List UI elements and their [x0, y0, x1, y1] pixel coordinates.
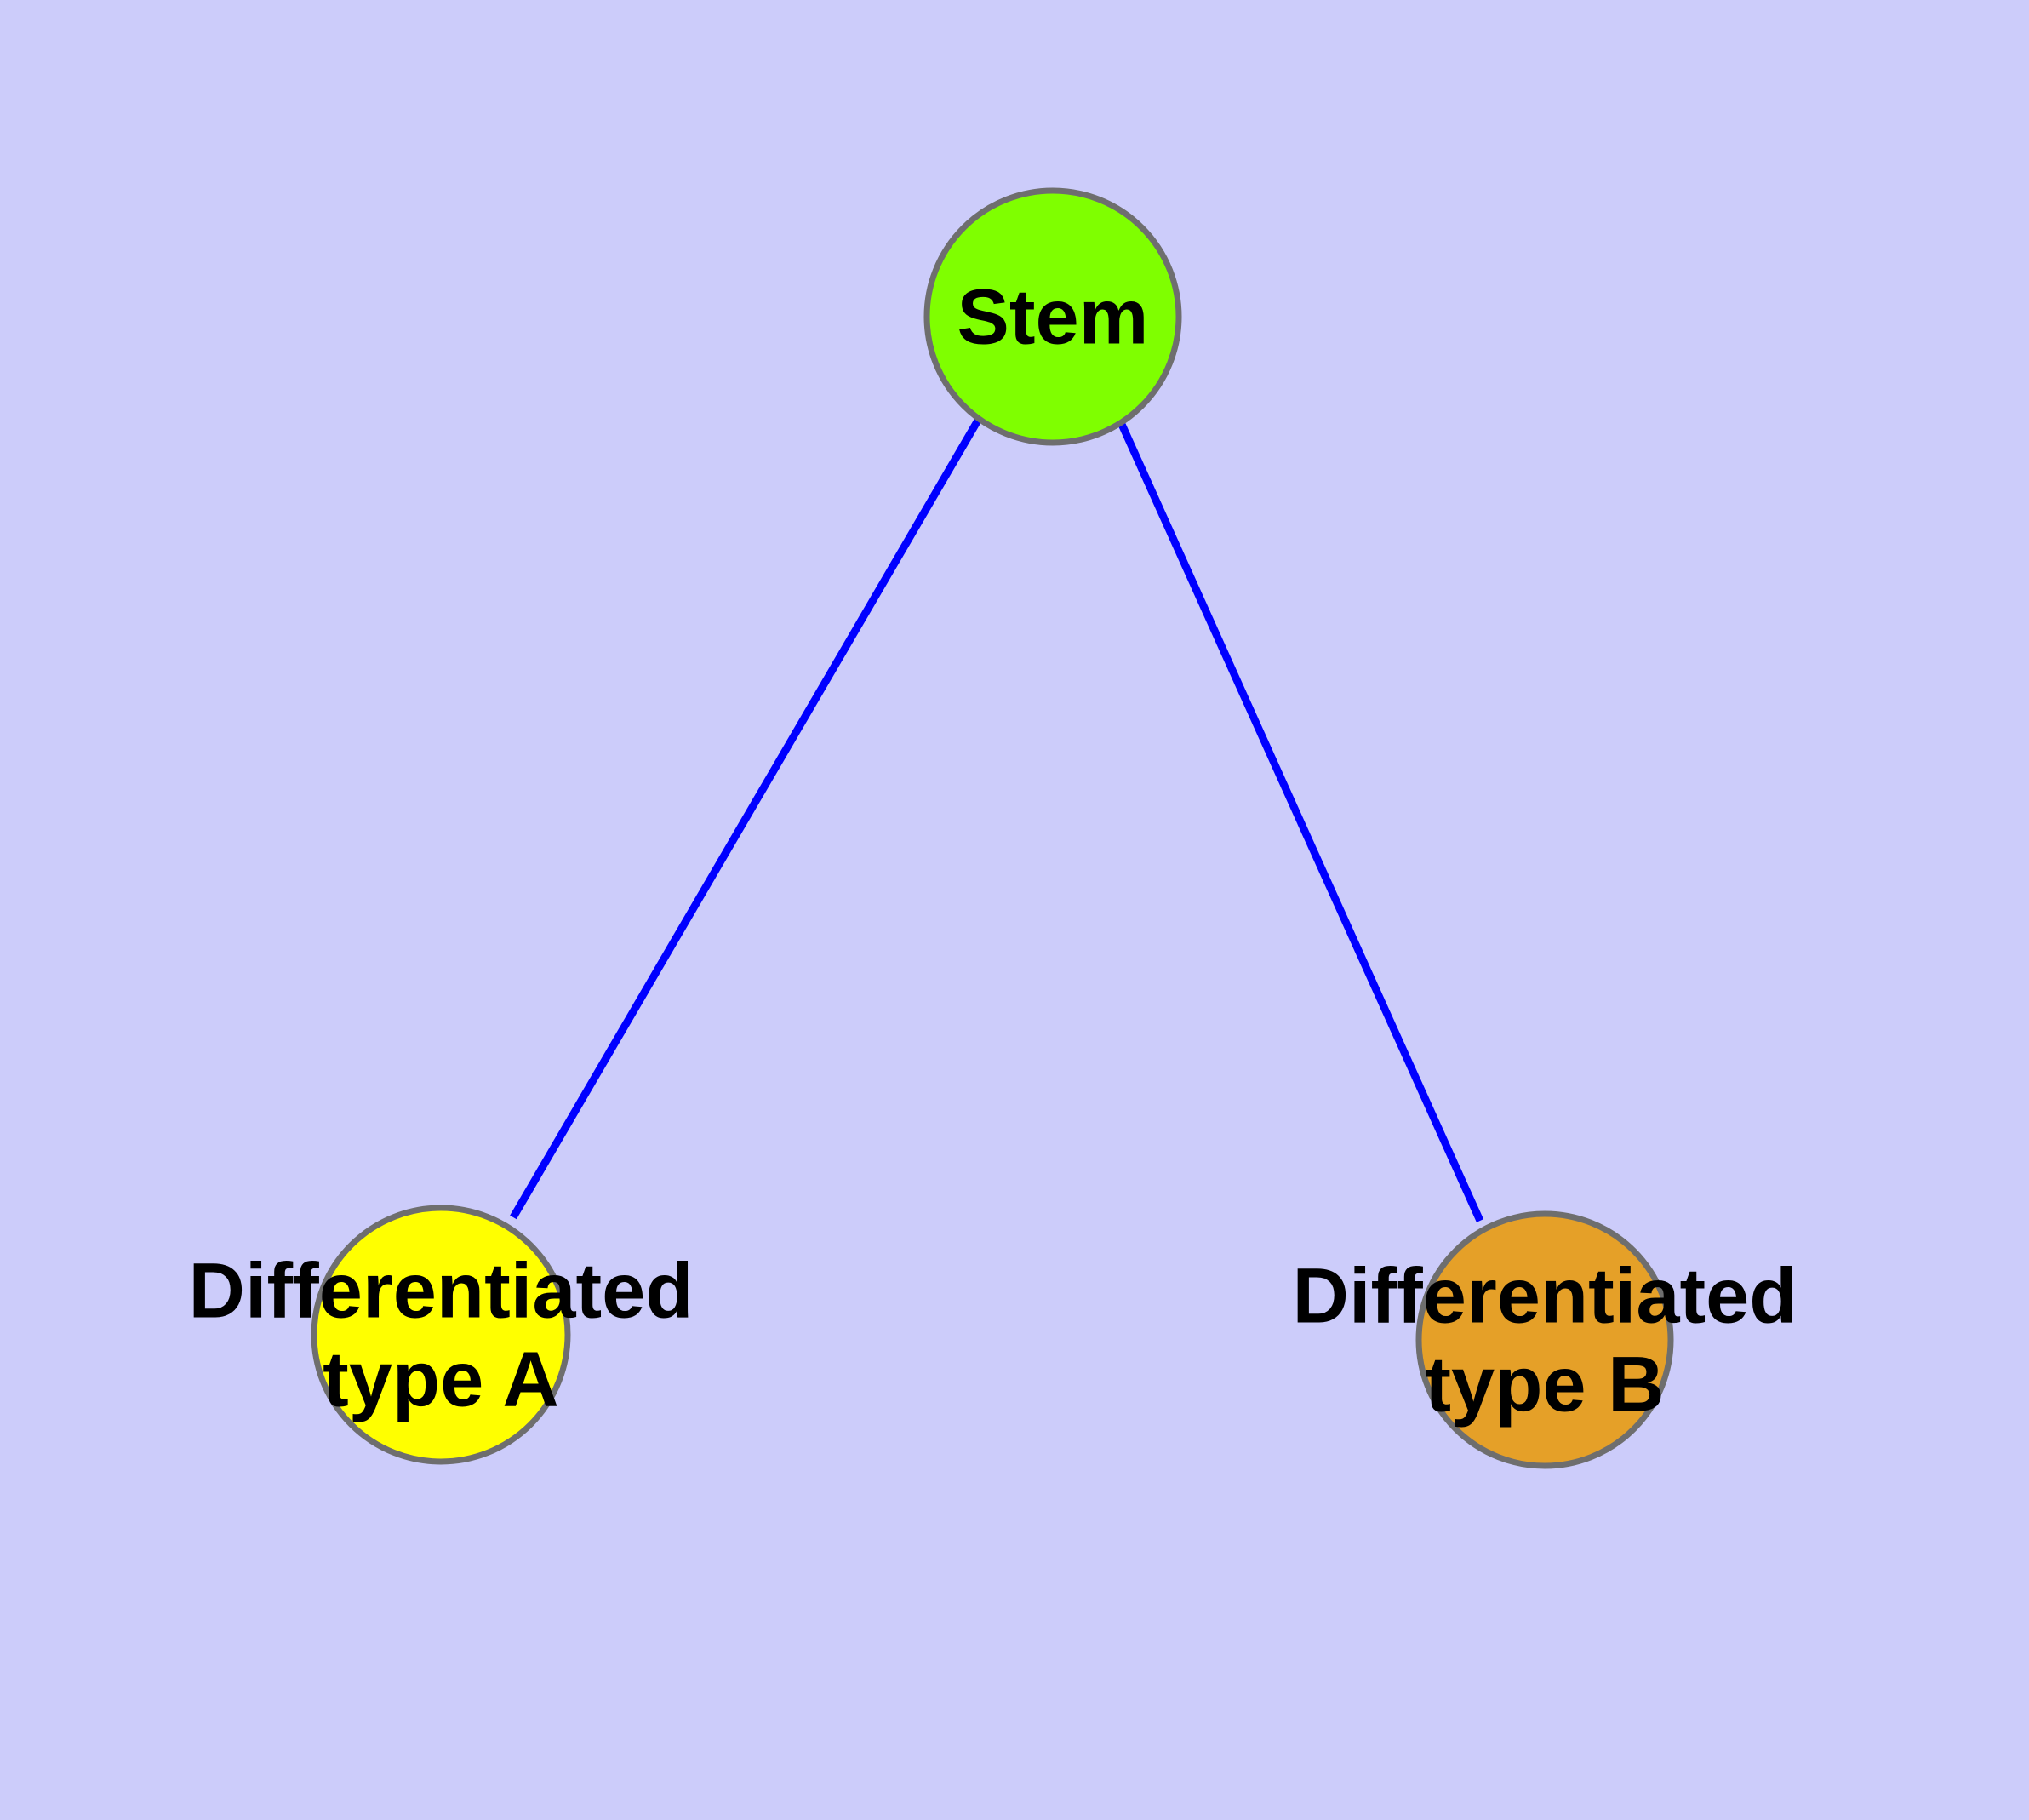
- node-label-line: Differentiated: [1293, 1252, 1798, 1339]
- node-stem-circle[interactable]: [923, 187, 1182, 446]
- node-label-line: Stem: [957, 273, 1149, 360]
- node-stem[interactable]: Stem: [923, 187, 1182, 446]
- node-differentiated-type-a-circle[interactable]: [311, 1205, 571, 1465]
- edge-stem-to-differentiated-b[interactable]: [1116, 419, 1484, 1222]
- node-label-line: Differentiated: [189, 1247, 694, 1334]
- node-differentiated-type-b-circle[interactable]: [1415, 1210, 1674, 1469]
- node-label-line: type B: [1425, 1341, 1664, 1428]
- edges-layer: [510, 416, 1484, 1222]
- node-stem-label: Stem: [957, 273, 1149, 360]
- edge-stem-to-differentiated-a[interactable]: [510, 416, 982, 1220]
- node-label-line: type A: [323, 1336, 559, 1422]
